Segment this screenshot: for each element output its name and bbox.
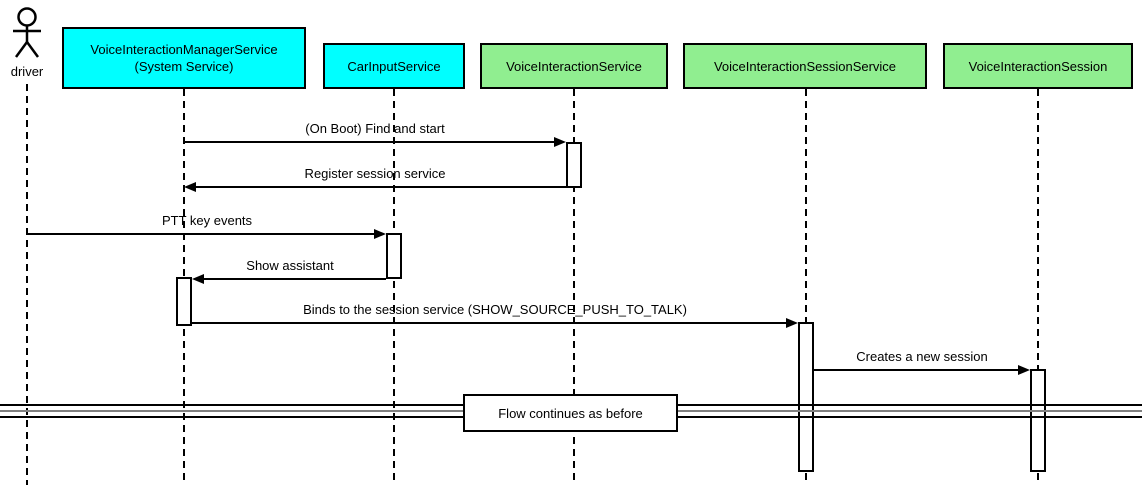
activation-bar-voiceinteractionmanagerservice (176, 277, 192, 326)
activation-bar-voiceinteractionsession (1030, 369, 1046, 472)
activation-bar-voiceinteractionservice (566, 142, 582, 188)
actor-driver (7, 4, 47, 62)
participant-name: VoiceInteractionService (506, 58, 642, 74)
activation-bar-voiceinteractionsessionservice (798, 322, 814, 472)
message-label: Binds to the session service (SHOW_SOURC… (303, 302, 687, 317)
participant-name: CarInputService (347, 58, 441, 74)
participant-subtitle: (System Service) (134, 59, 234, 74)
message-label: Register session service (304, 166, 446, 181)
message-arrow-on-boot-find-and-start (184, 141, 560, 143)
participant-box-voiceinteractionmanagerservice: VoiceInteractionManagerService (System S… (62, 27, 306, 89)
arrowhead-right-icon (786, 318, 798, 328)
arrowhead-right-icon (554, 137, 566, 147)
arrowhead-left-icon (184, 182, 196, 192)
arrowhead-right-icon (1018, 365, 1030, 375)
participant-box-voiceinteractionsession: VoiceInteractionSession (943, 43, 1133, 89)
participant-name: VoiceInteractionManagerService (90, 42, 278, 57)
arrowhead-left-icon (192, 274, 204, 284)
participant-name: VoiceInteractionSession (968, 58, 1108, 74)
lifeline-carinputservice (393, 89, 395, 485)
participant-box-voiceinteractionservice: VoiceInteractionService (480, 43, 668, 89)
participant-name: VoiceInteractionSessionService (713, 58, 897, 74)
lifeline-driver (26, 84, 28, 485)
message-label: Show assistant (246, 258, 334, 273)
activation-bar-carinputservice (386, 233, 402, 279)
actor-label: driver (10, 64, 44, 79)
message-label: PTT key events (161, 213, 253, 228)
message-label: (On Boot) Find and start (305, 121, 445, 136)
message-label: Creates a new session (856, 349, 988, 364)
person-icon (13, 7, 41, 58)
divider-label: Flow continues as before (498, 405, 643, 421)
message-arrow-show-assistant (198, 278, 386, 280)
participant-box-carinputservice: CarInputService (323, 43, 465, 89)
divider-label-box: Flow continues as before (463, 394, 678, 432)
lifeline-voiceinteractionservice (573, 89, 575, 485)
participant-box-voiceinteractionsessionservice: VoiceInteractionSessionService (683, 43, 927, 89)
message-arrow-creates-a-new-session (814, 369, 1024, 371)
message-arrow-register-session-service (190, 186, 566, 188)
message-arrow-ptt-key-events (27, 233, 380, 235)
lifeline-voiceinteractionsessionservice (805, 89, 807, 485)
lifeline-voiceinteractionsession (1037, 89, 1039, 485)
arrowhead-right-icon (374, 229, 386, 239)
message-arrow-binds-to-session-service (192, 322, 792, 324)
